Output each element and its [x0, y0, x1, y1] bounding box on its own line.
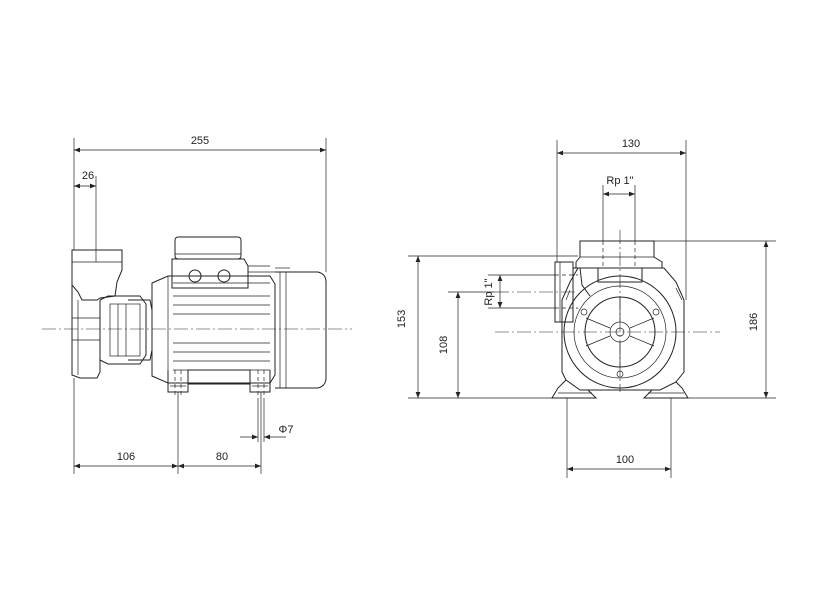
dim-width-top: 130 — [556, 138, 687, 300]
dim-overall-length: 255 — [73, 135, 327, 272]
dim-label-foot-spacing: 80 — [216, 451, 228, 463]
side-terminal-box — [171, 236, 275, 289]
dim-label-overall-height: 186 — [748, 313, 760, 331]
front-casing — [561, 267, 685, 391]
dim-overall-height: 186 — [654, 240, 776, 399]
dim-bolt-hole: Φ7 — [240, 398, 293, 442]
dim-label-height-to-outlet: 153 — [396, 310, 408, 328]
dim-inlet-thread: Rp 1" — [483, 274, 555, 309]
dim-label-outlet-thread: Rp 1" — [606, 175, 633, 187]
dim-suction-offset: 26 — [74, 170, 97, 250]
front-view: 130 Rp 1" Rp 1" 153 108 — [396, 138, 776, 478]
dim-label-foot-width: 100 — [616, 454, 634, 466]
front-feet — [551, 379, 689, 399]
dim-label-shaft-height: 108 — [438, 336, 450, 354]
dim-label-bolt-hole: Φ7 — [279, 424, 294, 436]
dim-shaft-height: 108 — [438, 291, 495, 398]
dim-height-to-outlet: 153 — [396, 255, 578, 399]
side-motor-feet — [167, 369, 271, 398]
front-inlet-port — [554, 261, 591, 323]
dim-label-suction-offset: 26 — [82, 170, 94, 182]
dim-outlet-thread: Rp 1" — [602, 175, 636, 241]
dim-label-overall-length: 255 — [191, 135, 209, 147]
dim-label-width-top: 130 — [622, 138, 640, 150]
side-motor-body — [151, 267, 327, 389]
dim-label-foot-to-axis: 106 — [117, 451, 135, 463]
dim-foot-positions: 106 80 — [73, 378, 262, 474]
side-pump-casing — [71, 249, 153, 379]
side-view: 255 26 106 80 Φ7 — [42, 135, 352, 474]
dim-foot-width: 100 — [566, 398, 672, 478]
